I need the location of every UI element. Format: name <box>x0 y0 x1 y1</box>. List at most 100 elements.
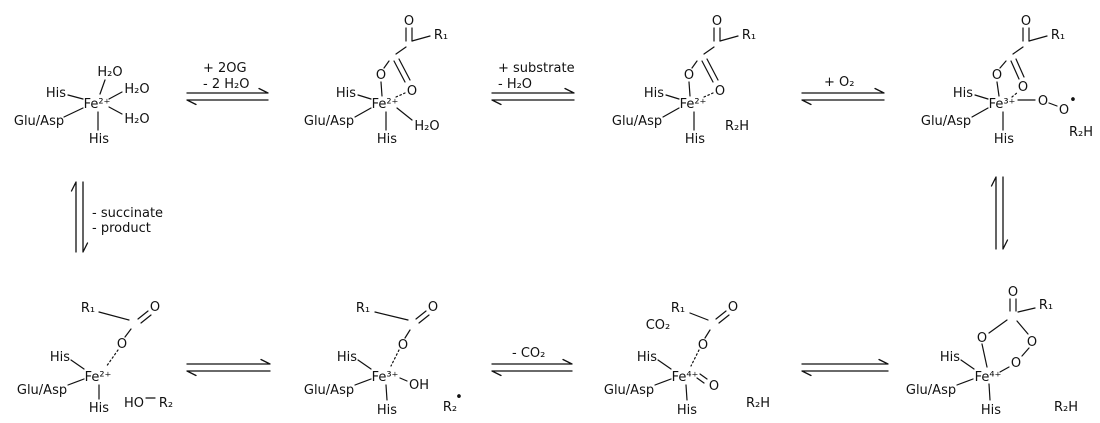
double-bond <box>1009 298 1017 312</box>
atom-o-peroxo-outer: O <box>1027 335 1037 350</box>
arrow-label: + O₂ <box>824 75 854 90</box>
dashed-bond <box>690 349 700 367</box>
metal-center: Fe⁴⁺ <box>975 370 1002 385</box>
substrate-r2: R₂ <box>443 400 457 415</box>
ligand-his-bottom: His <box>377 132 397 147</box>
metal-center: Fe²⁺ <box>372 97 399 112</box>
atom-o-proximal: O <box>1038 94 1048 109</box>
atom-o-carbonyl: O <box>428 300 438 315</box>
group-r1: R₁ <box>1039 298 1053 313</box>
metal-center: Fe³⁺ <box>372 370 399 385</box>
ligand-water-upper-right: H₂O <box>124 82 149 97</box>
atom-o-carbonyl: O <box>1008 285 1018 300</box>
arrow-bottom-left <box>186 358 271 377</box>
ligand-his-top: His <box>644 86 664 101</box>
double-bond <box>415 310 430 324</box>
atom-o-carbonyl: O <box>1021 14 1031 29</box>
radical-dot: • <box>1069 93 1077 108</box>
co2-released: CO₂ <box>646 318 671 333</box>
ligand-hydroxide: OH <box>409 378 429 393</box>
complex-resting: His H₂O H₂O H₂O Fe²⁺ Glu/Asp His <box>14 65 150 147</box>
ligand-his-bottom: His <box>89 401 109 416</box>
atom-o-keto: O <box>1018 80 1028 95</box>
metal-center: Fe²⁺ <box>85 370 112 385</box>
ligand-his-top: His <box>46 86 66 101</box>
ligand-his-bottom: His <box>377 403 397 418</box>
atom-o-peroxo-inner: O <box>1011 356 1021 371</box>
bond-lines <box>662 35 739 131</box>
arrow-label: + substrate <box>498 61 575 76</box>
atom-o-carboxylate: O <box>992 68 1002 83</box>
ligand-his-bottom: His <box>994 132 1014 147</box>
complex-og-bound: O R₁ O O Fe²⁺ His Glu/Asp His H₂O <box>304 14 448 147</box>
atom-o-carboxylate: O <box>398 338 408 353</box>
equilibrium-arrow <box>186 87 269 106</box>
bond-lines <box>67 311 156 400</box>
bond-lines <box>956 307 1036 401</box>
equilibrium-arrow <box>491 358 573 377</box>
bond-lines <box>354 35 431 131</box>
ligand-glu-asp: Glu/Asp <box>921 114 971 129</box>
substrate-r2h: R₂H <box>1054 400 1078 415</box>
ligand-glu-asp: Glu/Asp <box>604 383 654 398</box>
metal-center: Fe⁴⁺ <box>672 370 699 385</box>
arrow-right-vertical <box>990 176 1009 250</box>
bond-lines <box>354 311 411 401</box>
group-r1: R₁ <box>434 28 448 43</box>
group-r1: R₁ <box>742 28 756 43</box>
complex-ferryl: CO₂ R₁ O O Fe⁴⁺ O His Glu/Asp His R₂H <box>604 300 770 418</box>
ligand-his-top: His <box>637 350 657 365</box>
equilibrium-arrow <box>491 87 575 106</box>
dashed-bond <box>390 349 400 367</box>
ligand-water-top: H₂O <box>97 65 122 80</box>
arrow-bottom-right <box>801 358 889 377</box>
metal-center: Fe³⁺ <box>989 97 1016 112</box>
ligand-his-top: His <box>336 86 356 101</box>
arrow-add-og: + 2OG - 2 H₂O <box>186 61 269 106</box>
product-r2: R₂ <box>159 396 173 411</box>
group-r1: R₁ <box>81 301 95 316</box>
equilibrium-arrow <box>801 358 889 377</box>
ligand-his-top: His <box>50 350 70 365</box>
metal-center: Fe²⁺ <box>84 97 111 112</box>
equilibrium-arrow <box>990 176 1009 250</box>
ligand-his-bottom: His <box>89 132 109 147</box>
double-bond <box>1010 27 1030 80</box>
ligand-his-top: His <box>953 86 973 101</box>
arrow-label: + 2OG <box>203 61 247 76</box>
arrow-add-o2: + O₂ <box>801 75 885 106</box>
ligand-glu-asp: Glu/Asp <box>906 383 956 398</box>
arrow-release-products: - succinate - product <box>70 181 163 253</box>
atom-o-carboxylate: O <box>376 68 386 83</box>
atom-o-distal: O <box>1059 103 1069 118</box>
complex-substrate-radical: R₁ O O Fe³⁺ OH His Glu/Asp His R₂ • <box>304 300 463 418</box>
atom-o-carboxylate: O <box>698 338 708 353</box>
ligand-water: H₂O <box>414 119 439 134</box>
dashed-bond <box>1011 91 1019 98</box>
double-bond <box>137 310 152 324</box>
ligand-his-bottom: His <box>685 132 705 147</box>
dashed-bond <box>703 92 714 98</box>
equilibrium-arrow <box>70 181 89 253</box>
double-bond <box>701 27 721 83</box>
atom-o-carboxylate: O <box>977 331 987 346</box>
equilibrium-arrow <box>801 87 885 106</box>
ligand-glu-asp: Glu/Asp <box>17 383 67 398</box>
atom-o-carbonyl: O <box>150 300 160 315</box>
arrow-decarboxylation: - CO₂ <box>491 346 573 377</box>
metal-center: Fe²⁺ <box>680 97 707 112</box>
bond-lines <box>654 312 711 401</box>
substrate-r2h: R₂H <box>746 396 770 411</box>
atom-o-carbonyl: O <box>712 14 722 29</box>
ligand-his-top: His <box>940 350 960 365</box>
complex-product: R₁ O O Fe²⁺ His Glu/Asp His HO R₂ <box>17 300 173 416</box>
substrate-r2h: R₂H <box>1069 125 1093 140</box>
bond-lines <box>63 79 123 131</box>
bond-lines <box>971 35 1058 131</box>
complex-peroxo: O R₁ O O O Fe⁴⁺ His Glu/Asp His R₂H <box>906 285 1078 418</box>
dashed-bond <box>105 349 119 368</box>
ligand-water-lower-right: H₂O <box>124 112 149 127</box>
ligand-his-bottom: His <box>981 403 1001 418</box>
